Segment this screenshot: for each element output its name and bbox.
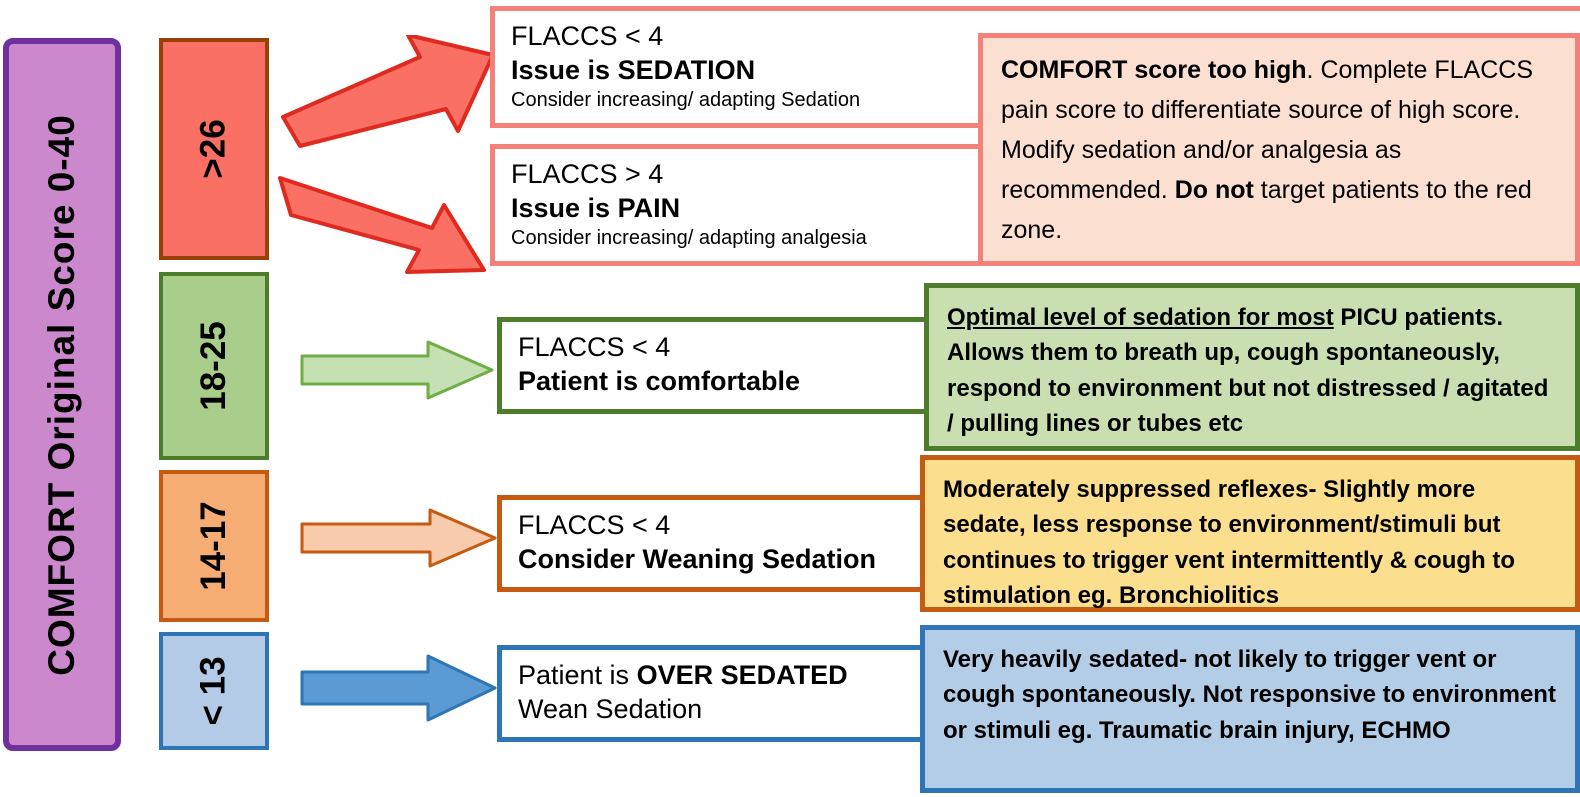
comfort-score-rail: COMFORT Original Score 0-40 — [3, 38, 121, 751]
description-green-lead: Optimal level of sedation for most — [947, 304, 1334, 331]
arrow-red-down-icon — [278, 176, 486, 274]
score-chip-blue-label: < 13 — [193, 656, 233, 726]
score-chip-green[interactable]: 18-25 — [159, 272, 269, 460]
score-chip-red[interactable]: >26 — [159, 38, 269, 260]
callout-weaning-action: Consider Weaning Sedation — [518, 544, 877, 575]
description-panel-green: Optimal level of sedation for most PICU … — [924, 283, 1580, 451]
score-chip-red-label: >26 — [194, 119, 233, 179]
callout-over-sedated-prefix: Patient is — [518, 660, 637, 690]
callout-comfortable-flaccs: FLACCS < 4 — [518, 332, 671, 362]
callout-over-sedated-action: Wean Sedation — [518, 694, 703, 725]
description-panel-red: COMFORT score too high. Complete FLACCS … — [978, 33, 1580, 266]
callout-weaning-flaccs: FLACCS < 4 — [518, 510, 671, 540]
callout-pain-advice: Consider increasing/ adapting analgesia — [511, 227, 867, 250]
arrow-orange-icon — [300, 508, 497, 568]
description-panel-orange: Moderately suppressed reflexes- Slightly… — [920, 455, 1580, 612]
callout-pain-flaccs: FLACCS > 4 — [511, 159, 664, 189]
score-chip-green-label: 18-25 — [194, 321, 233, 411]
callout-pain-issue: Issue is PAIN — [511, 193, 681, 224]
description-red-lead: COMFORT score too high — [1001, 56, 1307, 84]
callout-sedation-flaccs: FLACCS < 4 — [511, 21, 664, 51]
callout-box-comfortable: FLACCS < 4 Patient is comfortable — [497, 317, 942, 414]
description-red-text: COMFORT score too high. Complete FLACCS … — [1001, 50, 1559, 250]
arrow-green-icon — [300, 340, 494, 400]
score-chip-orange-label: 14-17 — [194, 501, 233, 591]
score-chip-orange[interactable]: 14-17 — [159, 470, 269, 622]
description-green-body: PICU patients. Allows them to breath up,… — [947, 304, 1549, 437]
description-red-body: . Complete FLACCS pain score to differen… — [1001, 56, 1534, 204]
score-chip-blue[interactable]: < 13 — [159, 632, 269, 750]
callout-box-over-sedated: Patient is OVER SEDATED Wean Sedation — [497, 645, 927, 742]
description-blue-text: Very heavily sedated- not likely to trig… — [943, 646, 1556, 744]
callout-sedation-advice: Consider increasing/ adapting Sedation — [511, 89, 861, 112]
description-green-text: Optimal level of sedation for most PICU … — [947, 300, 1559, 441]
comfort-score-rail-label: COMFORT Original Score 0-40 — [41, 113, 82, 676]
arrow-blue-icon — [300, 654, 497, 722]
description-panel-blue: Very heavily sedated- not likely to trig… — [920, 625, 1580, 793]
description-red-tail-rest: target patients to the red zone. — [1001, 176, 1532, 244]
arrow-red-up-icon — [281, 35, 495, 148]
description-red-tail-emphasis: Do not — [1174, 176, 1254, 204]
callout-over-sedated-emphasis: OVER SEDATED — [636, 660, 848, 690]
description-orange-text: Moderately suppressed reflexes- Slightly… — [943, 476, 1516, 609]
callout-box-weaning: FLACCS < 4 Consider Weaning Sedation — [497, 495, 930, 592]
callout-sedation-issue: Issue is SEDATION — [511, 55, 756, 86]
callout-over-sedated-status: Patient is OVER SEDATED — [518, 658, 922, 692]
callout-comfortable-status: Patient is comfortable — [518, 366, 801, 397]
